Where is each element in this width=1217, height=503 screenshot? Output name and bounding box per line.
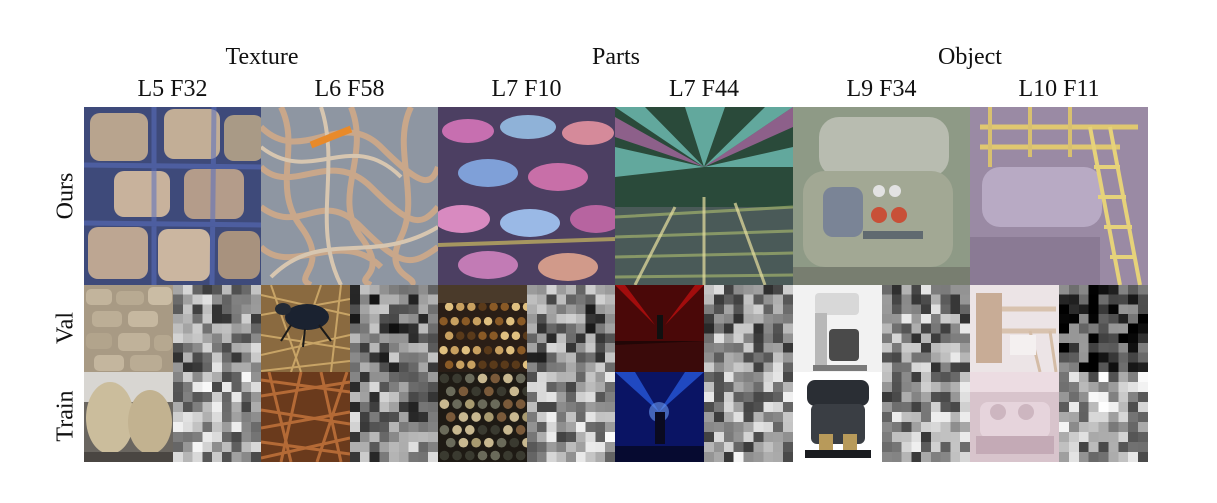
train-activation-l5-f32 [173,372,261,462]
column-label-l6-f58: L6 F58 [314,76,385,102]
val-activation-l7-f44 [704,285,793,372]
visualization-l5-f32 [84,107,261,285]
train-image-l9-f34 [793,372,882,462]
val-image-l5-f32 [84,285,173,372]
visualization-l7-f44 [615,107,793,285]
column-label-l7-f10: L7 F10 [491,76,562,102]
row-label-val: Val [52,312,79,344]
train-image-l10-f11 [970,372,1059,462]
val-activation-l10-f11 [1059,285,1148,372]
train-activation-l9-f34 [882,372,970,462]
train-image-l6-f58 [261,372,350,462]
val-image-l7-f10 [438,285,527,372]
visualization-l10-f11 [970,107,1148,285]
visualization-l6-f58 [261,107,438,285]
row-label-train: Train [52,390,79,442]
group-label-object: Object [938,44,1002,70]
row-label-ours: Ours [52,172,79,220]
val-image-l6-f58 [261,285,350,372]
train-activation-l6-f58 [350,372,438,462]
val-image-l10-f11 [970,285,1059,372]
val-activation-l5-f32 [173,285,261,372]
visualization-l7-f10 [438,107,615,285]
val-activation-l6-f58 [350,285,438,372]
val-activation-l7-f10 [527,285,615,372]
group-label-texture: Texture [225,44,299,70]
column-label-l5-f32: L5 F32 [137,76,208,102]
column-label-l7-f44: L7 F44 [668,76,739,102]
train-image-l5-f32 [84,372,173,462]
visualization-l9-f34 [793,107,970,285]
train-activation-l7-f44 [704,372,793,462]
val-image-l7-f44 [615,285,704,372]
column-label-l9-f34: L9 F34 [846,76,917,102]
group-label-parts: Parts [592,44,640,70]
train-activation-l7-f10 [527,372,615,462]
val-image-l9-f34 [793,285,882,372]
train-image-l7-f44 [615,372,704,462]
column-label-l10-f11: L10 F11 [1018,76,1100,102]
image-grid [84,107,1148,462]
train-image-l7-f10 [438,372,527,462]
train-activation-l10-f11 [1059,372,1148,462]
val-activation-l9-f34 [882,285,970,372]
